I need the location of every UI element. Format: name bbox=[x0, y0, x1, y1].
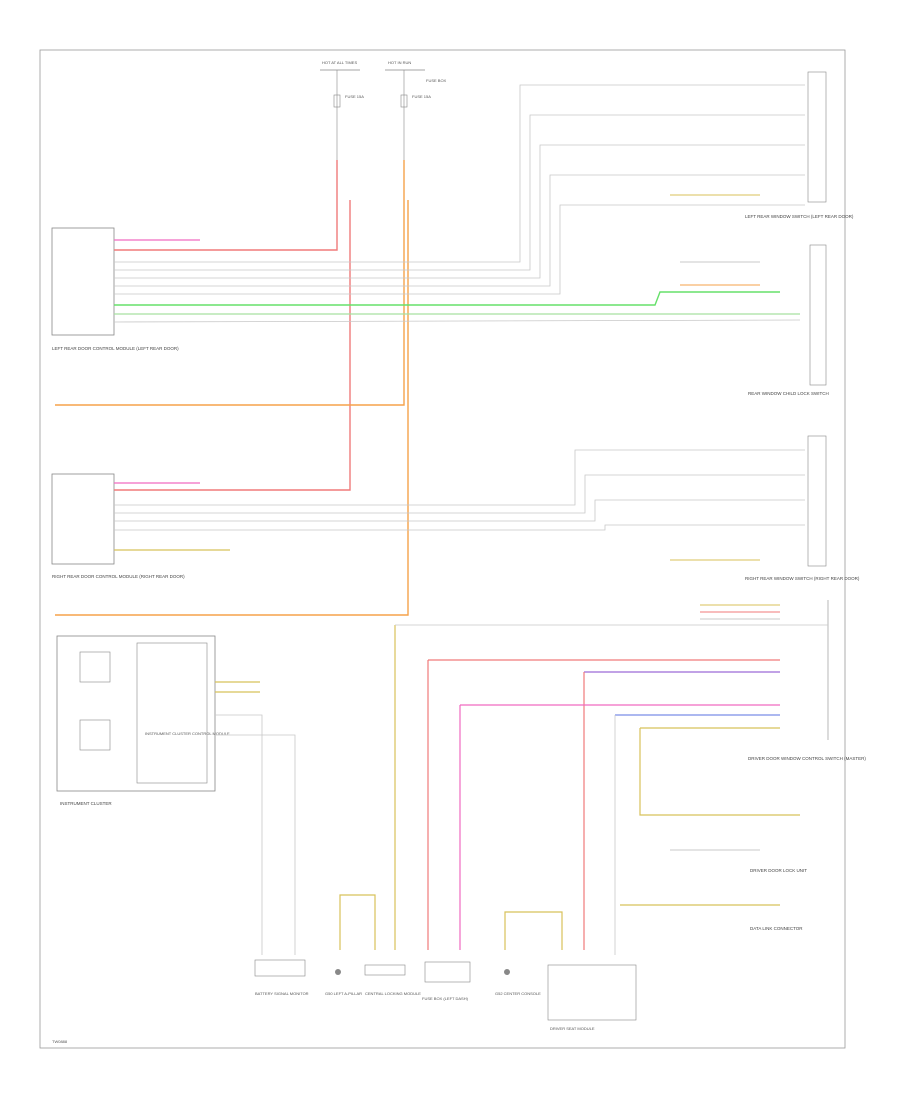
left-rear-switch: LEFT REAR WINDOW SWITCH (LEFT REAR DOOR) bbox=[745, 71, 854, 219]
wire-loop-b bbox=[504, 911, 563, 950]
wire-grey-rr-0 bbox=[114, 449, 805, 506]
diagram-code: TW0888 bbox=[52, 1039, 68, 1044]
fuse-b-icon bbox=[400, 94, 408, 108]
bottom-e-label: G52 CENTER CONSOLE bbox=[495, 991, 541, 996]
cluster-inner-label: INSTRUMENT CLUSTER CONTROL MODULE bbox=[145, 731, 230, 736]
wire-grey-lr-4 bbox=[114, 204, 805, 295]
fuse-a-icon bbox=[333, 94, 341, 108]
right-rear-switch: RIGHT REAR WINDOW SWITCH (RIGHT REAR DOO… bbox=[745, 435, 860, 581]
child-lock-switch: REAR WINDOW CHILD LOCK SWITCH bbox=[748, 244, 829, 396]
left-rear-switch-label: LEFT REAR WINDOW SWITCH (LEFT REAR DOOR) bbox=[745, 214, 854, 219]
left-rear-module: LEFT REAR DOOR CONTROL MODULE (LEFT REAR… bbox=[51, 227, 179, 351]
wire-grey-lr-3 bbox=[114, 174, 805, 287]
wire-orange-left bbox=[55, 160, 405, 406]
right-rear-module-label: RIGHT REAR DOOR CONTROL MODULE (RIGHT RE… bbox=[52, 574, 185, 579]
master-switch: DRIVER DOOR WINDOW CONTROL SWITCH (MASTE… bbox=[748, 600, 866, 761]
bottom-c-label: CENTRAL LOCKING MODULE bbox=[365, 991, 421, 996]
right-rear-switch-label: RIGHT REAR WINDOW SWITCH (RIGHT REAR DOO… bbox=[745, 576, 860, 581]
lock-switch: DRIVER DOOR LOCK UNIT bbox=[750, 868, 807, 873]
wire-green-1 bbox=[114, 291, 780, 306]
ground-icon bbox=[335, 969, 341, 975]
instrument-cluster-label: INSTRUMENT CLUSTER bbox=[60, 801, 112, 806]
data-bus: DATA LINK CONNECTOR bbox=[750, 926, 803, 931]
wire-cluster-2 bbox=[215, 734, 296, 955]
wire-red-right-module bbox=[114, 200, 351, 491]
lock-switch-label: DRIVER DOOR LOCK UNIT bbox=[750, 868, 807, 873]
child-lock-switch-label: REAR WINDOW CHILD LOCK SWITCH bbox=[748, 391, 829, 396]
wire-yellow-lock bbox=[639, 728, 800, 816]
fuse-feeds: HOT AT ALL TIMES HOT IN RUN FUSE 15A FUS… bbox=[320, 60, 447, 160]
diagram-frame bbox=[39, 49, 846, 1049]
wire-grey-child bbox=[113, 319, 801, 323]
wire-cluster-1 bbox=[215, 714, 263, 955]
wire-grey-lr-1 bbox=[114, 114, 805, 271]
bottom-f-label: DRIVER SEAT MODULE bbox=[550, 1026, 595, 1031]
wires bbox=[55, 84, 828, 955]
data-bus-label: DATA LINK CONNECTOR bbox=[750, 926, 803, 931]
wire-red-left-module bbox=[114, 160, 338, 251]
right-rear-module: RIGHT REAR DOOR CONTROL MODULE (RIGHT RE… bbox=[51, 473, 185, 579]
bottom-a-label: BATTERY SIGNAL MONITOR bbox=[255, 991, 309, 996]
wire-loop-a bbox=[339, 894, 376, 950]
wire-grey-rr-1 bbox=[114, 474, 805, 514]
hot-label-right: HOT IN RUN bbox=[388, 60, 411, 65]
left-rear-module-label: LEFT REAR DOOR CONTROL MODULE (LEFT REAR… bbox=[52, 346, 179, 351]
fuse-box-label: FUSE BOX bbox=[426, 78, 447, 83]
bottom-d-label: FUSE BOX (LEFT DASH) bbox=[422, 996, 469, 1001]
instrument-cluster: INSTRUMENT CLUSTER INSTRUMENT CLUSTER CO… bbox=[56, 635, 230, 806]
wire-grey-lr-2 bbox=[114, 144, 805, 279]
wire-grey-rr-3 bbox=[114, 524, 805, 531]
ground-icon-2 bbox=[504, 969, 510, 975]
hot-label-left: HOT AT ALL TIMES bbox=[322, 60, 357, 65]
fuse-a-label: FUSE 15A bbox=[345, 94, 364, 99]
bottom-b-label: G50 LEFT A-PILLAR bbox=[325, 991, 362, 996]
wire-orange-right bbox=[55, 200, 409, 616]
master-switch-label: DRIVER DOOR WINDOW CONTROL SWITCH (MASTE… bbox=[748, 756, 866, 761]
wire-grey-rr-2 bbox=[114, 499, 805, 522]
fuse-b-label: FUSE 15A bbox=[412, 94, 431, 99]
wire-grey-lr-0 bbox=[114, 84, 805, 263]
bottom-components: BATTERY SIGNAL MONITOR G50 LEFT A-PILLAR… bbox=[254, 959, 637, 1031]
